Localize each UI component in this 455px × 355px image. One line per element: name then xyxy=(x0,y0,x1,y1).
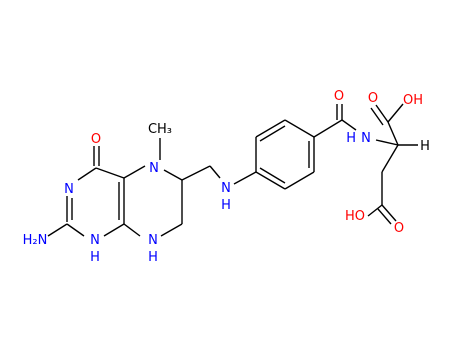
atom-alpha-h: H xyxy=(420,139,430,154)
atom-amino: H₂N xyxy=(23,233,48,248)
atom-n5: N xyxy=(149,161,159,176)
bond-c4a-c4 xyxy=(95,167,125,179)
atom-methyl: CH₃ xyxy=(148,122,172,137)
atom-labels: O N H₂N N H N H N CH₃ N H O N H H O OH O… xyxy=(23,89,430,265)
atom-amide-o: O xyxy=(334,89,344,104)
bond-cooh-oh xyxy=(387,103,404,123)
bond-n1-c8a xyxy=(103,223,125,237)
atom-link-n-h: H xyxy=(221,198,231,213)
bond-c7-n8 xyxy=(160,223,183,237)
bond-n5-c6 xyxy=(163,169,183,181)
bond-c4a-n5 xyxy=(123,165,146,179)
atom-acid-oh-top: OH xyxy=(403,93,423,108)
bond-c4-n3 xyxy=(77,167,97,181)
bond-ar-3 xyxy=(284,119,315,138)
atom-acid-o-top: O xyxy=(368,91,378,106)
bond-n-aryl xyxy=(233,171,257,185)
atom-n1: N xyxy=(90,233,100,248)
bond-cooh-o-double xyxy=(370,107,384,126)
bond-ar-6 xyxy=(255,171,286,190)
bonds xyxy=(47,103,418,237)
atom-amide-n-h: H xyxy=(346,131,356,146)
bond-calpha-cbeta xyxy=(381,144,399,173)
bond-cgamma-oh xyxy=(367,204,383,217)
bond-ar-carbonyl xyxy=(313,119,343,138)
bond-c2-n1 xyxy=(66,223,85,237)
bond-ch2-n xyxy=(209,165,221,179)
bond-ar-2 xyxy=(255,119,286,138)
atom-n3: N xyxy=(64,182,74,197)
atom-o-pteridine: O xyxy=(91,132,101,147)
bond-ar-6-inner xyxy=(259,167,286,184)
bond-ar-2-inner xyxy=(259,125,286,142)
bond-c2-nh2 xyxy=(47,223,68,237)
bond-c6-ch2 xyxy=(181,165,211,181)
atom-amide-n: N xyxy=(361,131,371,146)
bond-calpha-cooh xyxy=(387,121,399,146)
bond-cgamma-o-double xyxy=(377,208,392,225)
bond-n-calpha xyxy=(375,139,399,146)
atom-acid-oh-bottom: HO xyxy=(345,209,365,224)
atom-acid-o-bottom: O xyxy=(394,221,404,236)
bond-cooh-o xyxy=(375,104,389,123)
bond-n8-c8a xyxy=(123,223,141,237)
atom-n8-h: H xyxy=(148,250,158,265)
bond-ar-5 xyxy=(284,171,315,190)
bond-cgamma-o xyxy=(381,204,397,222)
atom-link-n: N xyxy=(221,181,231,196)
bond-carbonyl-n xyxy=(341,119,357,131)
atom-n8: N xyxy=(148,233,158,248)
atom-n1-h: H xyxy=(90,250,100,265)
